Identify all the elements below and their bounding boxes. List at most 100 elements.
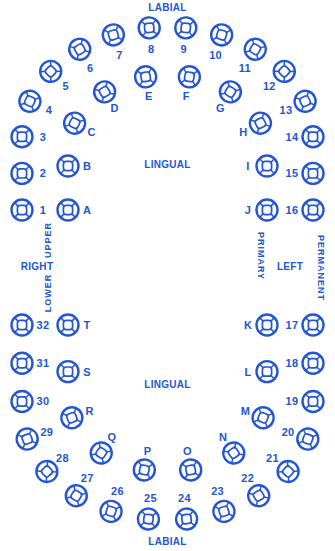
tooth-cusp (26, 214, 29, 217)
tooth-cusp (73, 409, 77, 413)
tooth-cusp (15, 203, 18, 206)
tooth-symbol (209, 22, 235, 48)
tooth-cusp (76, 55, 80, 59)
tooth-cusp (278, 470, 283, 475)
tooth-cusp (306, 203, 309, 206)
tooth-cusp (15, 356, 18, 359)
tooth-crown (308, 169, 317, 178)
tooth-crown (40, 465, 53, 478)
tooth-number: 2 (40, 168, 46, 179)
tooth-outline (302, 126, 323, 147)
tooth-cusp (296, 96, 300, 100)
tooth-cusp (72, 203, 75, 206)
tooth-outline (257, 200, 278, 221)
tooth-cusp (148, 69, 152, 73)
tooth-crown (181, 23, 191, 33)
tooth-symbol (294, 426, 321, 453)
tooth-cusp (61, 329, 64, 332)
tooth-outline (132, 458, 156, 482)
tooth-outline (134, 65, 158, 89)
tooth-crown (299, 95, 311, 107)
tooth-outline (291, 87, 319, 115)
tooth-number: 26 (111, 486, 124, 497)
tooth-letter: B (83, 161, 91, 172)
tooth-letter: F (183, 90, 190, 101)
tooth-cusp (67, 495, 71, 499)
tooth-crown (139, 465, 150, 476)
tooth-symbol (100, 22, 126, 48)
tooth-crown (308, 359, 317, 368)
tooth-crown (262, 205, 271, 214)
tooth-outline (138, 16, 161, 39)
tooth-symbol (12, 353, 33, 374)
tooth-cusp (194, 70, 198, 74)
tooth-letter: L (244, 366, 251, 377)
tooth-cusp (149, 464, 153, 468)
tooth-crown (44, 65, 57, 78)
tooth-crown (98, 86, 111, 99)
tooth-outline (36, 57, 66, 87)
tooth-cusp (108, 40, 112, 44)
tooth-symbol (137, 508, 160, 531)
tooth-cusp (26, 356, 29, 359)
tooth-crown (252, 489, 265, 502)
tooth-symbol (291, 87, 319, 115)
tooth-cusp (61, 170, 64, 173)
arch-label: UPPER (44, 222, 53, 258)
tooth-cusp (310, 102, 314, 106)
tooth-outline (60, 109, 88, 137)
tooth-cusp (317, 177, 320, 180)
tooth-number: 27 (81, 472, 94, 483)
tooth-cusp (26, 329, 29, 332)
tooth-cusp (136, 473, 140, 477)
tooth-crown (302, 433, 314, 445)
tooth-cusp (190, 511, 194, 515)
tooth-outline (137, 508, 160, 531)
tooth-number: 5 (62, 81, 68, 92)
tooth-cusp (26, 166, 29, 169)
tooth-crown (257, 412, 269, 424)
tooth-cusp (193, 462, 197, 466)
tooth-crown (70, 489, 83, 502)
tooth-crown (66, 412, 78, 424)
tooth-letter: S (83, 366, 91, 377)
tooth-cusp (282, 77, 287, 82)
tooth-cusp (260, 329, 263, 332)
tooth-letter: C (87, 126, 95, 137)
tooth-cusp (63, 412, 67, 416)
tooth-symbol (246, 109, 274, 137)
tooth-symbol (98, 498, 124, 524)
tooth-letter: G (216, 103, 225, 114)
tooth-cusp (216, 26, 220, 30)
tooth-cusp (229, 513, 233, 517)
tooth-cusp (254, 419, 258, 423)
tooth-cusp (141, 21, 144, 24)
tooth-symbol (16, 87, 44, 115)
tooth-number: 11 (239, 62, 251, 73)
tooth-outline (257, 361, 278, 382)
tooth-cusp (35, 96, 39, 100)
tooth-symbol (177, 65, 201, 89)
tooth-symbol (11, 126, 32, 147)
tooth-crown (216, 29, 227, 40)
tooth-crown (108, 29, 119, 40)
tooth-symbol (257, 361, 278, 382)
tooth-cusp (72, 376, 75, 379)
tooth-cusp (224, 449, 228, 453)
tooth-symbol (303, 353, 324, 374)
tooth-crown (227, 447, 240, 460)
tooth-cusp (26, 203, 29, 206)
tooth-outline (219, 438, 248, 467)
tooth-cusp (95, 88, 99, 92)
tooth-cusp (317, 318, 320, 321)
tooth-cusp (37, 469, 42, 474)
tooth-outline (14, 426, 41, 453)
tooth-letter: R (86, 405, 94, 416)
tooth-symbol (174, 16, 197, 39)
tooth-number: 21 (266, 452, 279, 463)
tooth-cusp (153, 31, 156, 34)
tooth-cusp (306, 356, 309, 359)
tooth-cusp (264, 423, 268, 427)
tooth-cusp (313, 434, 317, 438)
tooth-cusp (317, 166, 320, 169)
